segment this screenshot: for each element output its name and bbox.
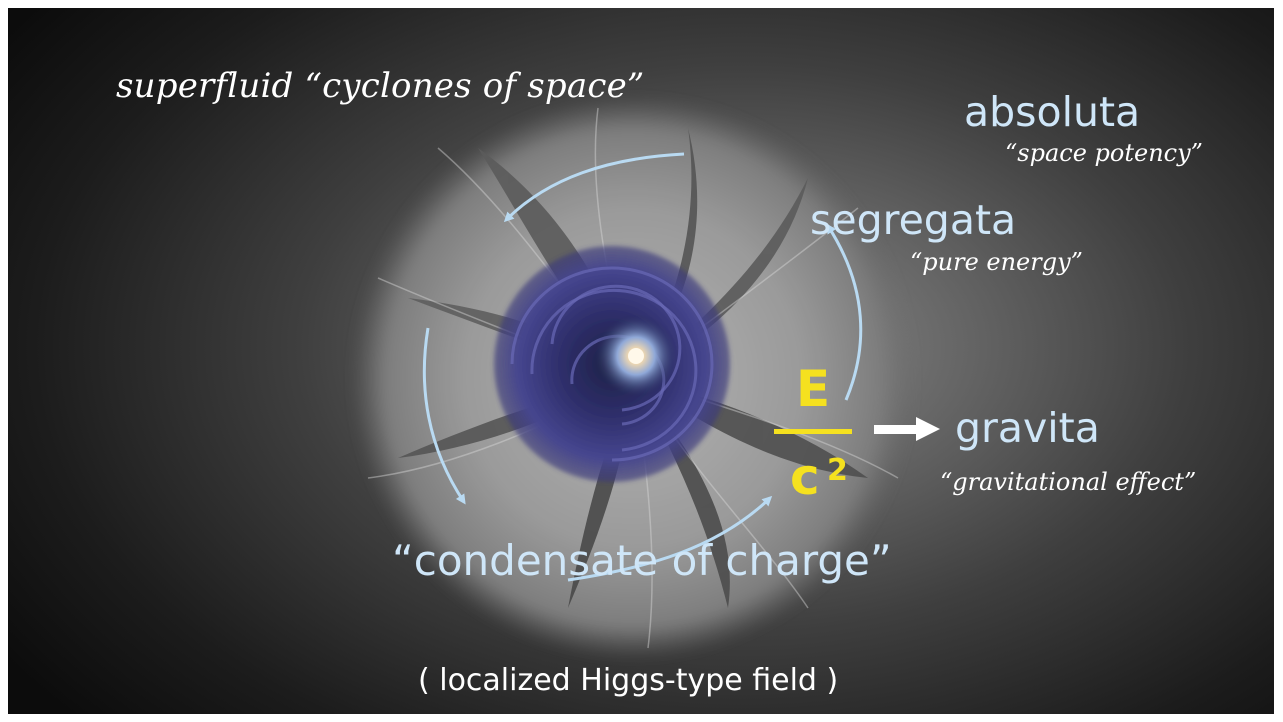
absoluta-label: absoluta (964, 88, 1141, 136)
equation-numerator: E (796, 360, 831, 418)
galaxy-core (628, 348, 644, 364)
higgs-footer: ( localized Higgs-type field ) (418, 663, 839, 698)
arrow-bottom (567, 495, 773, 582)
vortex-illustration (351, 96, 940, 660)
slide-canvas: superfluid “cyclones of space” absoluta … (8, 8, 1274, 714)
equation-exponent: 2 (827, 453, 848, 488)
equation-fraction-bar (774, 429, 852, 434)
arrow-right (826, 223, 863, 401)
segregata-label: segregata (810, 196, 1017, 244)
vortex-spiral (510, 266, 714, 462)
gravita-label: gravita (955, 404, 1100, 452)
segregata-subtitle: “pure energy” (910, 248, 1083, 276)
equation-denominator: c (790, 448, 820, 506)
arrow-to-gravita-icon (874, 417, 940, 441)
arrow-top (503, 152, 685, 223)
cyclone-title: superfluid “cyclones of space” (116, 66, 645, 106)
condensate-label: “condensate of charge” (392, 536, 892, 585)
arrow-left (422, 327, 466, 505)
gravita-subtitle: “gravitational effect” (940, 468, 1197, 496)
absoluta-subtitle: “space potency” (1005, 139, 1203, 167)
